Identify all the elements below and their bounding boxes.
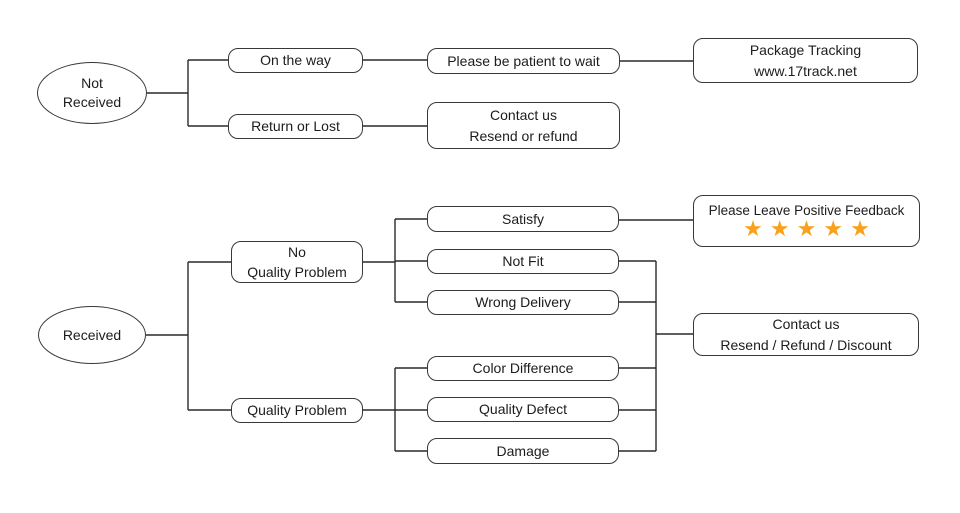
- node-label: Not Fit: [502, 253, 544, 270]
- star-icon: ★: [769, 216, 790, 242]
- node-label-line2: Quality Problem: [247, 264, 347, 280]
- node-label: Not Received: [62, 75, 122, 110]
- node-on-the-way: On the way: [228, 48, 363, 73]
- node-label: Received: [62, 326, 122, 343]
- node-quality-defect: Quality Defect: [427, 397, 619, 422]
- node-label-line1: No: [288, 243, 306, 260]
- node-contact-us-resend-refund: Contact us Resend or refund: [427, 102, 620, 149]
- node-label: Please be patient to wait: [447, 52, 600, 69]
- star-icon: ★: [743, 216, 763, 242]
- node-label: Quality Problem: [247, 402, 347, 419]
- node-label: Return or Lost: [251, 118, 340, 135]
- node-not-received: Not Received: [37, 62, 147, 124]
- star-icon: ★: [796, 216, 817, 242]
- tracking-url: www.17track.net: [754, 62, 857, 79]
- node-not-fit: Not Fit: [427, 249, 619, 274]
- node-label: Damage: [496, 442, 550, 459]
- node-label-line1: Contact us: [490, 107, 557, 124]
- node-label: Quality Defect: [479, 401, 567, 418]
- star-icon: ★: [850, 216, 870, 242]
- node-color-difference: Color Difference: [427, 356, 619, 381]
- node-damage: Damage: [427, 438, 619, 464]
- node-label-line1: Package Tracking: [749, 42, 862, 59]
- node-return-or-lost: Return or Lost: [228, 114, 363, 139]
- node-label: Please Leave Positive Feedback: [708, 203, 905, 219]
- node-label-line2: Resend / Refund / Discount: [720, 336, 892, 353]
- node-positive-feedback: Please Leave Positive Feedback ★ ★ ★ ★ ★: [693, 195, 920, 247]
- node-label: Wrong Delivery: [475, 294, 571, 311]
- node-label-line2: Resend or refund: [469, 127, 578, 144]
- node-label-line1: Contact us: [772, 316, 840, 333]
- node-please-be-patient: Please be patient to wait: [427, 48, 620, 74]
- star-rating: ★ ★ ★ ★ ★: [743, 216, 870, 242]
- node-quality-problem: Quality Problem: [231, 398, 363, 423]
- node-package-tracking: Package Tracking www.17track.net: [693, 38, 918, 83]
- node-no-quality-problem: No Quality Problem: [231, 241, 363, 283]
- node-label: On the way: [260, 52, 331, 69]
- node-satisfy: Satisfy: [427, 206, 619, 232]
- node-contact-us-resend-refund-discount: Contact us Resend / Refund / Discount: [693, 313, 919, 356]
- node-label: Color Difference: [472, 360, 574, 377]
- node-label: Satisfy: [501, 210, 544, 227]
- node-received: Received: [38, 306, 146, 364]
- star-icon: ★: [823, 216, 844, 242]
- node-wrong-delivery: Wrong Delivery: [427, 290, 619, 315]
